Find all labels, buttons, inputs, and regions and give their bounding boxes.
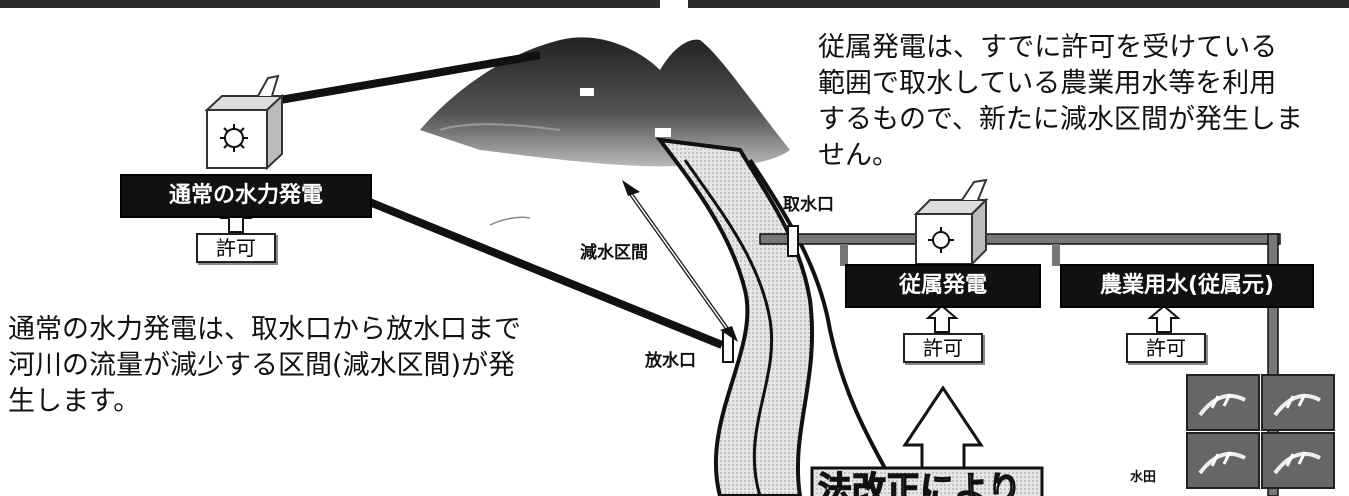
paddy-field-tiles — [1186, 374, 1335, 489]
permit-box-normal: 許可 — [196, 233, 276, 263]
permit-box-dependent: 許可 — [903, 333, 983, 363]
left-line-1: 通常の水力発電は、取水口から放水口まで — [8, 314, 521, 345]
dependent-power-box: 従属発電 — [845, 264, 1041, 308]
outlet-label: 放水口 — [645, 351, 696, 371]
left-line-2: 河川の流量が減少する区間(減水区間)が発 — [8, 350, 516, 381]
permit-box-agri: 許可 — [1126, 333, 1206, 363]
paddy-label: 水田 — [1130, 470, 1157, 485]
agri-water-box: 農業用水(従属元) — [1060, 264, 1314, 308]
powerhouse-dependent — [913, 178, 989, 267]
reduced-section-label: 減水区間 — [580, 243, 648, 263]
permit-arrow-agri — [1147, 304, 1181, 333]
right-description: 従属発電は、すでに許可を受けている 範囲で取水している農業用水等を利用 するもの… — [818, 30, 1303, 174]
right-line-1: 従属発電は、すでに許可を受けている — [818, 32, 1278, 63]
right-line-3: するもので、新たに減水区間が発生しま — [818, 104, 1303, 135]
normal-hydro-box: 通常の水力発電 — [120, 174, 372, 218]
left-line-3: 生します。 — [8, 386, 141, 417]
right-line-4: せん。 — [818, 140, 899, 171]
right-line-2: 範囲で取水している農業用水等を利用 — [818, 68, 1277, 99]
header-bar-left — [0, 0, 660, 8]
powerhouse-normal — [204, 74, 285, 171]
intake-label: 取水口 — [783, 195, 834, 215]
mountain — [420, 37, 790, 167]
permit-arrow-dependent — [925, 304, 959, 333]
law-revision-text: 法改正により — [818, 470, 1022, 496]
left-description: 通常の水力発電は、取水口から放水口まで 河川の流量が減少する区間(減水区間)が発… — [8, 312, 521, 420]
header-bar-right — [688, 0, 1349, 8]
